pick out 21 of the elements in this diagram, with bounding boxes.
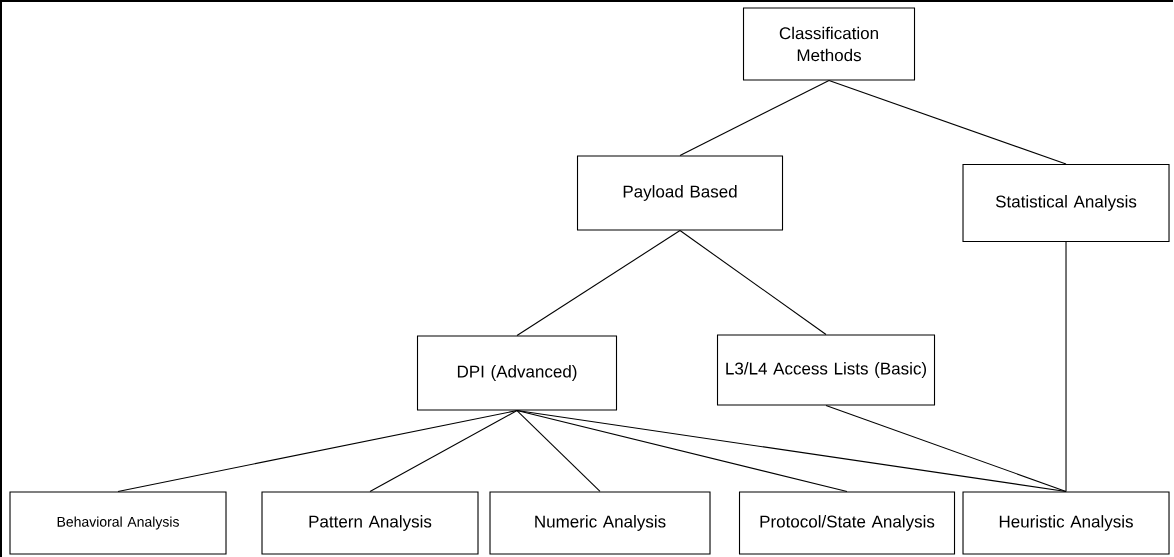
box: DPI (Advanced) xyxy=(416,335,618,411)
connector-line xyxy=(679,230,827,335)
connector-line xyxy=(828,80,1067,165)
box: L3/L4 Access Lists (Basic) xyxy=(716,334,936,406)
connector-line xyxy=(516,410,601,492)
box: Numeric Analysis xyxy=(489,491,711,555)
box: Pattern Analysis xyxy=(261,491,479,555)
box: Classification Methods xyxy=(742,7,916,81)
connector-line xyxy=(679,80,830,156)
connector-line xyxy=(516,410,1067,492)
box: Heuristic Analysis xyxy=(962,491,1170,555)
connector-line xyxy=(117,410,518,492)
box: Behavioral Analysis xyxy=(9,491,227,555)
connector-line xyxy=(1065,241,1067,492)
box: Protocol/State Analysis xyxy=(738,491,956,555)
connector-line xyxy=(369,410,518,492)
connector-line xyxy=(516,410,848,492)
connector-line xyxy=(516,230,681,336)
connector-line xyxy=(825,405,1067,492)
box: Statistical Analysis xyxy=(962,163,1170,243)
box: Payload Based xyxy=(576,155,784,231)
